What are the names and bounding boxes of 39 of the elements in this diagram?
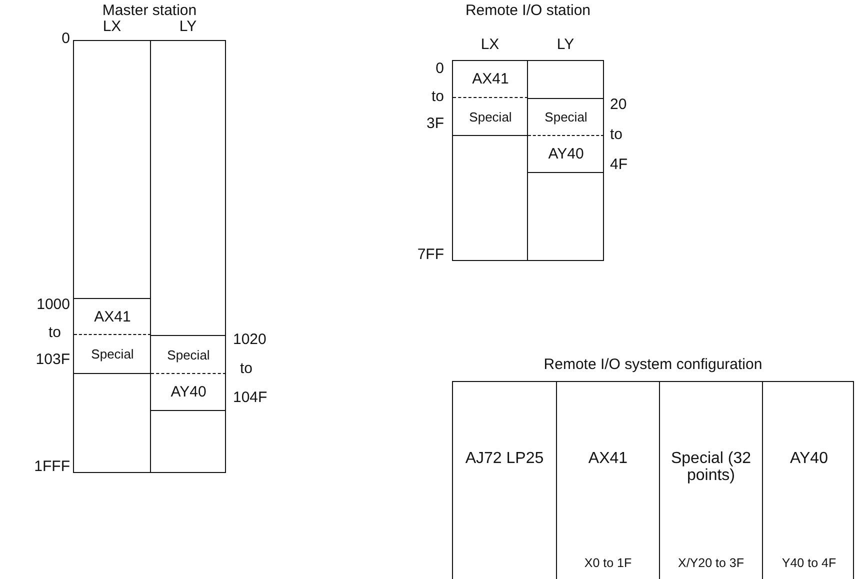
column-header: LY [179,18,197,35]
address-label: 0 [436,60,444,77]
module-label: Special [90,346,135,362]
address-label: to [48,324,61,341]
module-label: AX41 [471,70,510,88]
memory-area [528,98,604,136]
module-label: AY40 [170,384,208,400]
address-label: 103F [36,351,70,368]
address-label: 1000 [36,296,70,313]
station-title: Master station [102,2,197,19]
module-label: AY40 [547,146,585,162]
module-label: AX41 [93,308,132,325]
column-header: LX [480,36,500,53]
address-range: X0 to 1F [583,555,633,572]
address-label: 1FFF [34,458,70,475]
address-label: 104F [233,389,268,406]
module-label: Special [468,108,513,125]
memory-area [74,298,151,335]
column-header: LY [556,36,574,53]
memory-area [151,335,226,374]
module-label: Special [544,108,588,126]
address-label: to [610,126,623,143]
address-range: Y40 to 4F [780,555,838,572]
address-label: 3F [426,115,444,132]
address-label: 7FF [417,246,444,263]
address-label: to [240,360,253,377]
column-header: LX [102,18,122,35]
address-label: 0 [62,30,70,47]
station-title: Remote I/O system configuration [544,356,762,373]
module-label: AY40 [789,450,829,467]
module-label: Special [166,346,211,363]
module-label: AX41 [587,450,629,467]
address-range: X/Y20 to 3F [676,555,745,572]
address-label: to [431,88,444,105]
module-label: Special (32 points) [670,450,752,484]
address-label: 20 [610,96,627,113]
address-label: 1020 [233,331,266,348]
address-label: 4F [610,156,628,173]
station-title: Remote I/O station [465,2,591,19]
